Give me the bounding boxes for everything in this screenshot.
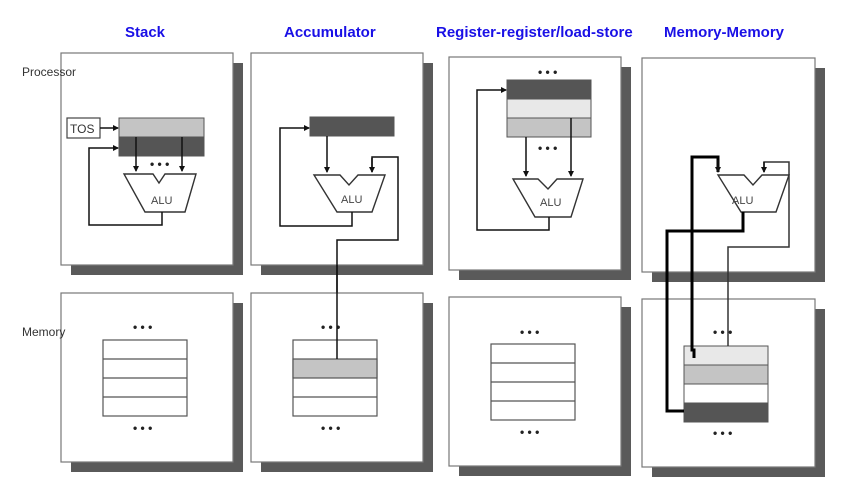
svg-text:• • •: • • •: [133, 320, 152, 334]
tos-label: TOS: [70, 122, 94, 136]
svg-text:ALU: ALU: [540, 197, 561, 209]
svg-text:• • •: • • •: [520, 425, 539, 439]
title-accumulator: Accumulator: [284, 24, 376, 41]
svg-text:ALU: ALU: [732, 195, 753, 207]
accumulator-memory-box: • • • • • •: [250, 265, 433, 472]
svg-text:• • •: • • •: [321, 320, 340, 334]
register-memory-box: • • • • • •: [448, 296, 631, 476]
register-ellipsis-mid: • • •: [538, 141, 557, 155]
svg-text:• • •: • • •: [133, 421, 152, 435]
memory-label: Memory: [22, 325, 65, 339]
title-register-register: Register-register/load-store: [436, 24, 633, 41]
register-file: [506, 79, 592, 138]
title-stack: Stack: [125, 24, 166, 41]
memmem-processor-box: [641, 57, 825, 282]
processor-label: Processor: [22, 65, 76, 79]
stack-ellipsis: • • •: [150, 157, 169, 171]
register-alu: ALU: [476, 87, 584, 231]
stack-alu: ALU: [88, 137, 197, 226]
title-memory-memory: Memory-Memory: [664, 24, 785, 41]
stack-memory-box: • • • • • •: [60, 292, 243, 472]
accumulator-register: [309, 116, 395, 137]
svg-text:• • •: • • •: [713, 325, 732, 339]
stack-registers: [118, 117, 205, 157]
svg-text:ALU: ALU: [151, 195, 172, 207]
stack-tos-register: TOS: [66, 117, 119, 139]
svg-text:• • •: • • •: [520, 325, 539, 339]
register-ellipsis-top: • • •: [538, 65, 557, 79]
accumulator-alu: ALU: [279, 125, 399, 350]
svg-text:• • •: • • •: [713, 426, 732, 440]
accumulator-processor-box: [250, 52, 433, 275]
memmem-memory-box: • • • • • •: [641, 298, 825, 477]
svg-text:• • •: • • •: [321, 421, 340, 435]
memmem-alu: ALU: [665, 155, 790, 413]
svg-text:ALU: ALU: [341, 194, 362, 206]
